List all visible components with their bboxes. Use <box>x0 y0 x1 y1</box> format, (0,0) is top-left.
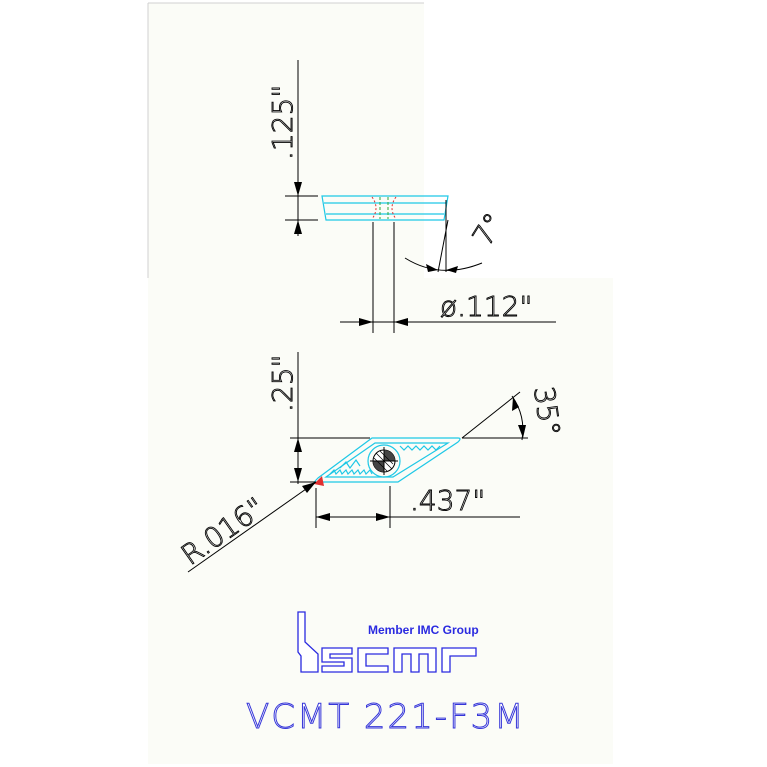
arrow-icon <box>512 397 519 411</box>
hole-hatch <box>379 450 394 465</box>
hole-hidden-line <box>391 196 397 220</box>
height-label: .25" <box>266 355 299 412</box>
clearance-angle-label: 7° <box>466 207 511 251</box>
brand-tagline: Member IMC Group <box>368 623 479 637</box>
radius-leader-line <box>187 481 317 573</box>
hole-quadrant-fill <box>384 450 395 461</box>
length-label: .437" <box>410 484 485 517</box>
corner-radius-marker <box>314 476 324 486</box>
arrow-icon <box>294 182 302 196</box>
upper-panel <box>148 3 424 278</box>
angle-leg-line <box>461 391 521 439</box>
arrow-icon <box>359 318 373 326</box>
insert-chipbreaker-outline <box>324 442 451 478</box>
iscar-logo <box>297 611 477 673</box>
arrow-icon <box>394 318 408 326</box>
brand-block: Member IMC Group VCMT 221-F3M <box>246 611 526 738</box>
chipbreaker-pattern <box>329 468 373 476</box>
angle-leg-line <box>437 219 449 273</box>
chipbreaker-pattern <box>399 445 441 451</box>
arrow-icon <box>426 264 438 272</box>
arrow-icon <box>518 425 526 438</box>
arrow-icon <box>294 438 302 452</box>
model-name: VCMT 221-F3M <box>246 697 526 737</box>
lower-panel <box>148 278 613 764</box>
hole-hidden-line <box>371 196 377 220</box>
insert-side-outline <box>321 195 449 221</box>
arrow-icon <box>294 468 302 482</box>
chipbreaker-pattern <box>339 458 361 470</box>
arrow-icon <box>446 266 458 273</box>
arrow-icon <box>294 220 302 234</box>
arrow-icon <box>376 513 390 521</box>
nose-angle-label: 35° <box>527 384 567 438</box>
hole-hatch <box>373 457 388 472</box>
hole-outer-circle <box>367 444 401 478</box>
thickness-label: .125" <box>266 85 299 160</box>
angle-arc <box>404 257 483 271</box>
hole-hatch <box>375 452 393 470</box>
arrow-icon <box>302 482 316 493</box>
hole-diameter-label: ø.112" <box>440 290 532 323</box>
hole-quadrant-fill <box>373 461 384 472</box>
arrow-icon <box>316 513 330 521</box>
